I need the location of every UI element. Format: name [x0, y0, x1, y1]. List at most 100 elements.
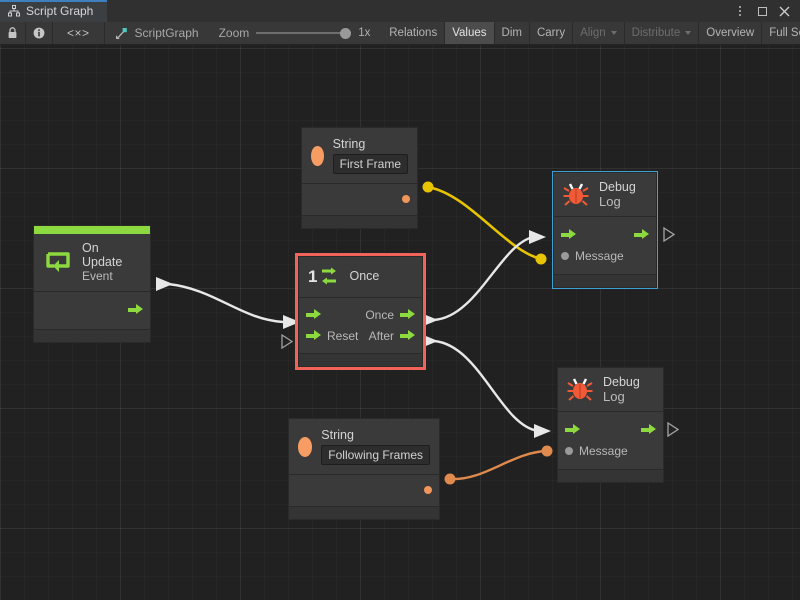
distribute-label: Distribute — [631, 27, 681, 39]
bug-icon — [562, 181, 590, 207]
value-port-dot-icon — [402, 195, 410, 203]
flow-arrow-icon — [400, 330, 415, 341]
zoom-slider[interactable] — [256, 27, 352, 39]
tab-label: Script Graph — [26, 4, 94, 18]
port-row-value-out — [302, 192, 417, 206]
node-header: Debug Log — [558, 368, 663, 412]
breadcrumb-label: ScriptGraph — [134, 26, 199, 40]
port-row-reset-after: Reset After — [299, 325, 422, 346]
node-footer — [302, 215, 417, 228]
lock-button[interactable] — [0, 22, 26, 44]
values-button[interactable]: Values — [445, 22, 495, 44]
node-subtitle: Log — [603, 389, 625, 404]
value-port-dot-icon — [561, 251, 569, 260]
port-row-flow — [554, 224, 656, 245]
script-graph-icon — [115, 27, 128, 40]
relations-label: Relations — [389, 27, 438, 39]
values-label: Values — [452, 27, 487, 39]
port-flow-output[interactable] — [128, 304, 143, 315]
port-message-input[interactable]: Message — [561, 249, 624, 263]
tab-script-graph[interactable]: Script Graph — [0, 0, 108, 22]
full-screen-button[interactable]: Full Screen — [762, 22, 800, 44]
info-icon — [33, 27, 45, 39]
port-flow-input-reset[interactable]: Reset — [306, 329, 358, 343]
close-icon[interactable] — [774, 0, 794, 22]
dim-button[interactable]: Dim — [495, 22, 530, 44]
node-ports: Message — [554, 217, 656, 274]
maximize-icon[interactable] — [752, 0, 772, 22]
string-node-following-frames[interactable]: String Following Frames — [288, 418, 440, 520]
debug-log-second-unconnected-output-icon[interactable] — [667, 421, 680, 440]
node-title: Once — [349, 269, 380, 283]
port-flow-output-once[interactable]: Once — [365, 308, 415, 322]
graph-canvas[interactable]: On Update Event — [0, 45, 800, 600]
flow-arrow-icon — [400, 309, 415, 320]
node-accent-bar — [34, 226, 150, 234]
once-node[interactable]: 1 Once — [295, 253, 426, 370]
string-node-first-frame[interactable]: String First Frame — [301, 127, 418, 229]
align-button[interactable]: Align — [573, 22, 625, 44]
edge-on-update-to-once — [156, 277, 300, 329]
port-row-value-out — [289, 483, 439, 497]
overview-label: Overview — [706, 27, 755, 39]
port-label-message: Message — [579, 443, 628, 458]
zoom-label: Zoom — [218, 26, 250, 40]
overview-button[interactable]: Overview — [699, 22, 763, 44]
port-flow-input[interactable] — [565, 424, 580, 435]
zoom-slider-knob[interactable] — [340, 27, 352, 39]
chevron-down-icon — [685, 31, 692, 35]
port-label-once: Once — [365, 307, 394, 322]
port-value-output[interactable] — [424, 486, 432, 494]
relations-button[interactable]: Relations — [382, 22, 446, 44]
event-update-icon — [43, 248, 73, 276]
code-brackets-icon: <×> — [67, 26, 90, 40]
port-row-flow — [558, 419, 663, 440]
on-update-node[interactable]: On Update Event — [33, 225, 151, 343]
node-footer — [554, 274, 656, 287]
string-value-field[interactable]: Following Frames — [321, 445, 430, 465]
debug-log-node-first[interactable]: Debug Log — [552, 171, 658, 289]
port-flow-output[interactable] — [634, 229, 649, 240]
node-ports: Once Reset After — [299, 298, 422, 353]
port-value-output[interactable] — [402, 195, 410, 203]
port-flow-input[interactable] — [561, 229, 576, 240]
debug-log-first-unconnected-output-icon[interactable] — [663, 226, 676, 245]
code-brackets-button[interactable]: <×> — [53, 22, 105, 44]
node-ports: Message — [558, 412, 663, 469]
info-button[interactable] — [26, 22, 53, 44]
node-ports — [34, 292, 150, 329]
script-graph-icon — [8, 5, 20, 17]
string-value-icon — [298, 436, 313, 457]
debug-log-node-second[interactable]: Debug Log — [557, 367, 664, 483]
node-title: Debug — [603, 375, 640, 389]
edge-after-out-to-debug-log-2-flow — [421, 334, 551, 438]
edge-first-frame-string-to-debug-log-1-message — [422, 181, 547, 265]
once-reset-unconnected-port-icon[interactable] — [281, 333, 294, 352]
node-header: On Update Event — [34, 234, 150, 292]
node-title: String — [332, 137, 366, 151]
breadcrumb[interactable]: ScriptGraph — [105, 22, 211, 44]
string-value-field[interactable]: First Frame — [332, 154, 408, 174]
port-row-flow-out — [34, 299, 150, 320]
node-subtitle: Log — [599, 194, 621, 209]
value-port-dot-icon — [424, 486, 432, 494]
port-flow-input-enter[interactable] — [306, 309, 321, 320]
port-flow-output-after[interactable]: After — [369, 329, 415, 343]
flow-arrow-icon — [306, 330, 321, 341]
align-label: Align — [580, 27, 606, 39]
window-titlebar: Script Graph — [0, 0, 800, 22]
node-ports — [302, 184, 417, 215]
distribute-button[interactable]: Distribute — [625, 22, 700, 44]
node-header: 1 Once — [299, 257, 422, 298]
port-flow-output[interactable] — [641, 424, 656, 435]
zoom-control: Zoom 1x — [211, 22, 383, 44]
zoom-slider-track — [256, 32, 352, 34]
once-counter-number: 1 — [308, 266, 318, 286]
node-footer — [299, 353, 422, 366]
flow-arrow-icon — [306, 309, 321, 320]
kebab-menu-icon[interactable] — [730, 0, 750, 22]
edge-layer — [156, 181, 553, 485]
port-message-input[interactable]: Message — [565, 444, 628, 458]
carry-button[interactable]: Carry — [530, 22, 574, 44]
